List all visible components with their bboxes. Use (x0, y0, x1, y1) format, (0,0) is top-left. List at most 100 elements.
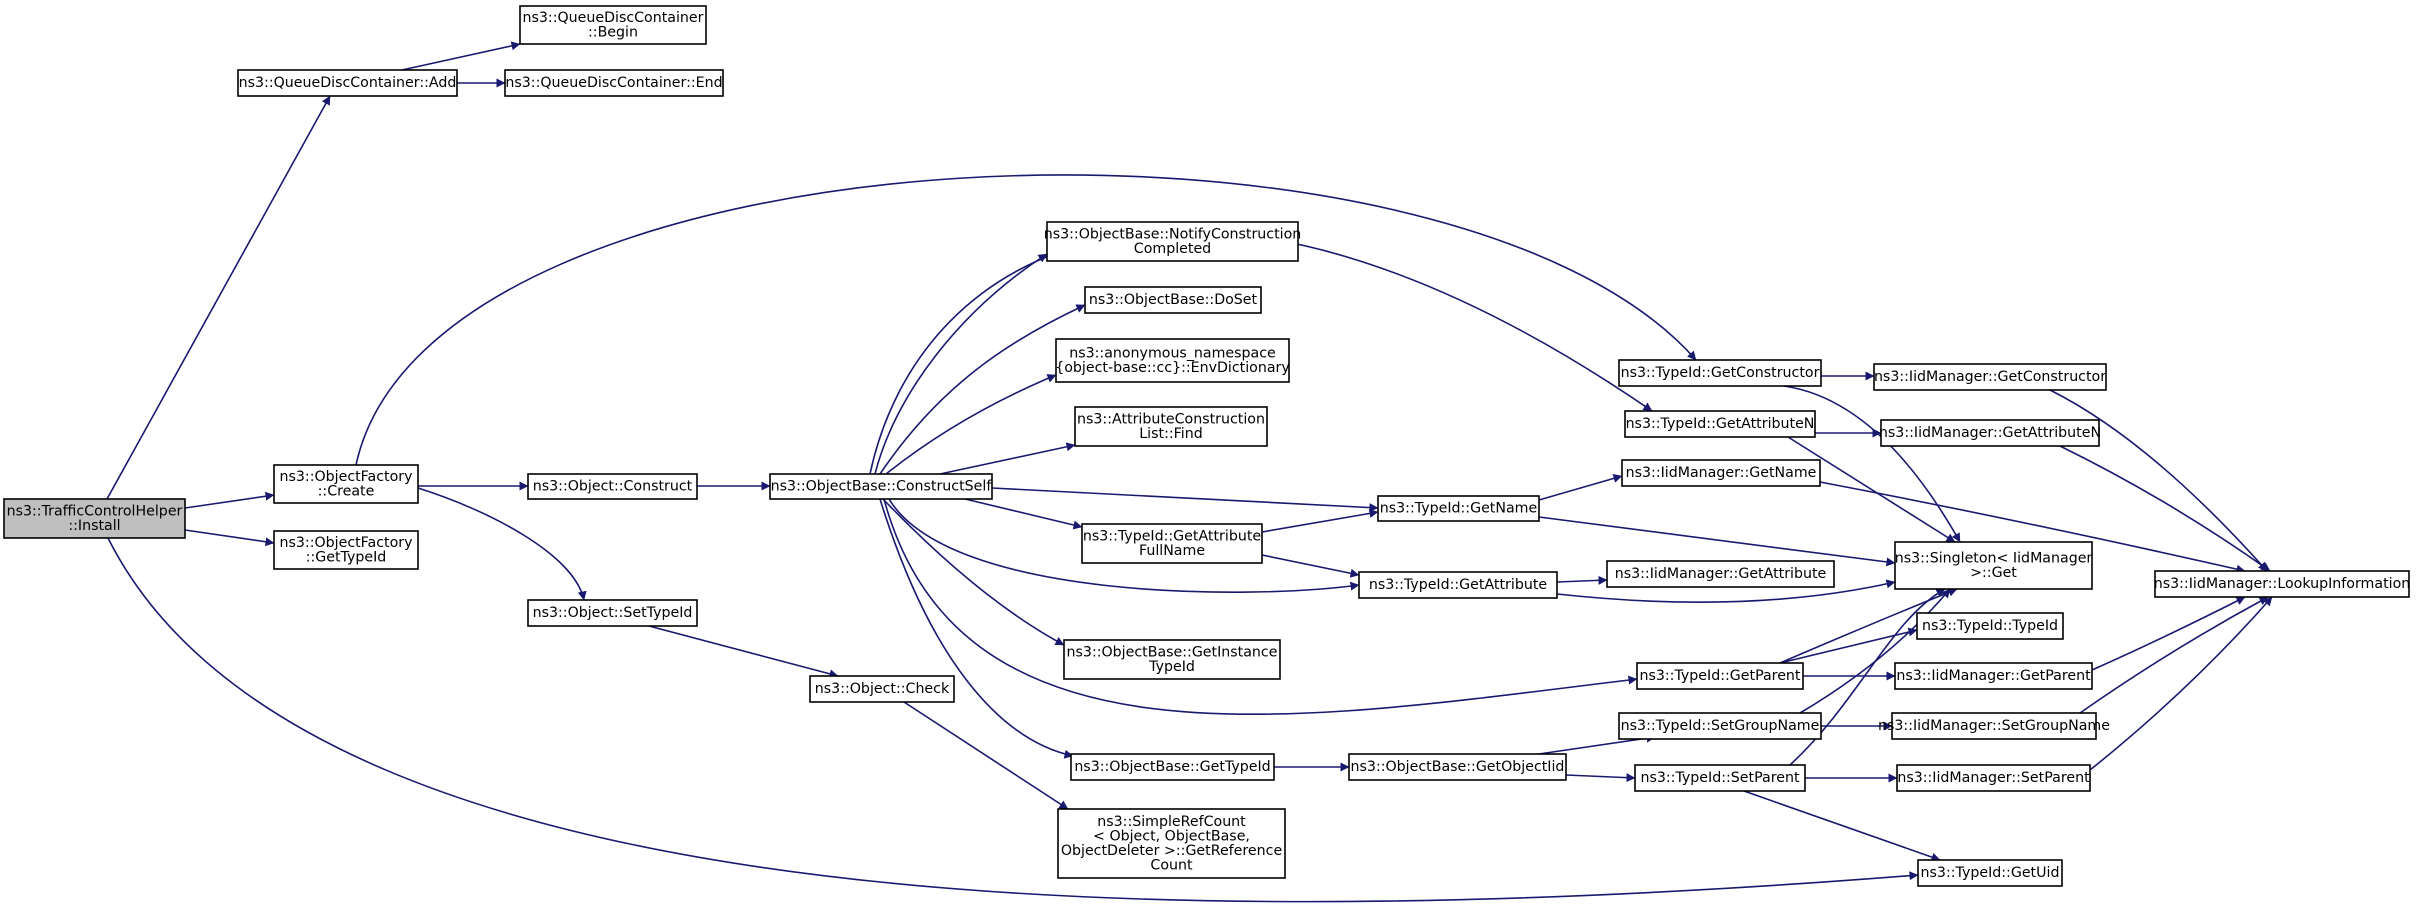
node-box (809, 675, 955, 703)
node-tid-typeid[interactable]: ns3::TypeId::TypeId (1916, 612, 2064, 640)
node-singleton-get[interactable]: ns3::Singleton< IidManager>::Get (1894, 541, 2093, 590)
node-iid-getparent[interactable]: ns3::IidManager::GetParent (1894, 662, 2093, 690)
node-box (1618, 712, 1822, 740)
node-box (1046, 221, 1299, 262)
node-box (2154, 570, 2410, 598)
node-box (1084, 286, 1262, 314)
edge-arrow (417, 487, 587, 601)
edge-arrow (2079, 596, 2269, 714)
edge-ob_constructself-to-anon_envdict (885, 374, 1057, 475)
node-iid-getattributen[interactable]: ns3::IidManager::GetAttributeN (1879, 419, 2101, 447)
edge-arrow (1538, 733, 1656, 755)
node-tid-getparent[interactable]: ns3::TypeId::GetParent (1636, 662, 1804, 690)
node-qdc-add[interactable]: ns3::QueueDiscContainer::Add (237, 69, 458, 97)
node-tid-getconstructor[interactable]: ns3::TypeId::GetConstructor (1618, 359, 1822, 387)
node-box (237, 69, 458, 97)
node-label: ns3::TypeId::SetParent (1640, 770, 1799, 786)
node-label: ns3::ObjectBase::GetObjectIid (1351, 759, 1565, 775)
node-label: ns3::IidManager::LookupInformation (2154, 576, 2411, 592)
node-label: ::GetTypeId (306, 549, 387, 565)
node-label: FullName (1139, 543, 1205, 559)
edge-of_create-to-tid_getconstructor (355, 174, 1697, 466)
edge-tid_getattribute-to-singleton_get (1556, 579, 1896, 603)
edge-arrow (903, 701, 1069, 810)
edge-ob_constructself-to-tid_getparent (883, 498, 1638, 716)
edge-arrow (1556, 575, 1608, 585)
node-box (273, 530, 419, 570)
node-label: ns3::TypeId::TypeId (1922, 618, 2058, 634)
node-anon-envdict[interactable]: ns3::anonymous_namespace{object-base::cc… (1055, 338, 1290, 383)
edge-tid_setgroupname-to-singleton_get (1799, 588, 1951, 714)
node-label: Count (1150, 857, 1193, 873)
node-iid-setparent[interactable]: ns3::IidManager::SetParent (1896, 764, 2091, 792)
node-box (1624, 410, 1816, 438)
edge-obj_settypeid-to-obj_check (648, 625, 839, 679)
node-ob-notify[interactable]: ns3::ObjectBase::NotifyConstructionCompl… (1044, 221, 1302, 262)
node-label: ns3::TypeId::GetAttribute (1083, 528, 1261, 544)
edge-arrow (401, 41, 521, 71)
node-label: ns3::ObjectFactory (280, 535, 413, 551)
edge-arrow (1819, 481, 2246, 574)
node-src-getrefcount[interactable]: ns3::SimpleRefCount< Object, ObjectBase,… (1057, 808, 1286, 879)
edges-layer (106, 41, 2273, 903)
edge-tid_getattribute-to-iid_getattribute (1556, 575, 1608, 585)
node-iid-lookup[interactable]: ns3::IidManager::LookupInformation (2154, 570, 2411, 598)
edge-iid_getconstructor-to-iid_lookup (2049, 389, 2268, 572)
edge-arrow (883, 498, 1638, 716)
node-ob-getobjectiid[interactable]: ns3::ObjectBase::GetObjectIid (1348, 753, 1567, 781)
node-tid-getattributen[interactable]: ns3::TypeId::GetAttributeN (1624, 410, 1816, 438)
edge-ob_constructself-to-ob_gettypeid (879, 498, 1074, 759)
node-ob-gettypeid[interactable]: ns3::ObjectBase::GetTypeId (1070, 753, 1275, 781)
edge-install-to-of_gettypeid (184, 529, 275, 547)
node-ob-constructself[interactable]: ns3::ObjectBase::ConstructSelf (769, 473, 993, 500)
edge-ob_getobjectiid-to-tid_setgroupname (1538, 733, 1656, 755)
node-ob-doset[interactable]: ns3::ObjectBase::DoSet (1084, 286, 1262, 314)
node-box (1896, 764, 2091, 792)
node-label: ns3::Singleton< IidManager (1895, 550, 2093, 566)
node-box (1917, 859, 2063, 887)
node-obj-check[interactable]: ns3::Object::Check (809, 675, 955, 703)
node-qdc-end[interactable]: ns3::QueueDiscContainer::End (504, 69, 724, 97)
node-of-create[interactable]: ns3::ObjectFactory::Create (273, 464, 419, 504)
node-label: ns3::TypeId::GetUid (1921, 865, 2060, 881)
node-iid-getconstructor[interactable]: ns3::IidManager::GetConstructor (1873, 363, 2107, 391)
node-label: ns3::Object::Construct (533, 479, 693, 495)
node-box (1636, 662, 1804, 690)
node-label: ns3::QueueDiscContainer::Add (239, 75, 457, 91)
edge-tid_setparent-to-tid_getuid (1743, 790, 1941, 862)
node-tid-setparent[interactable]: ns3::TypeId::SetParent (1634, 764, 1806, 792)
node-qdc-begin[interactable]: ns3::QueueDiscContainer::Begin (519, 5, 707, 45)
node-install[interactable]: ns3::TrafficControlHelper::Install (3, 498, 186, 539)
edge-arrow (1261, 509, 1379, 533)
node-label: ns3::TypeId::GetParent (1639, 668, 1800, 684)
node-box (1081, 523, 1263, 564)
node-iid-getname[interactable]: ns3::IidManager::GetName (1621, 459, 1821, 487)
node-tid-setgroupname[interactable]: ns3::TypeId::SetGroupName (1618, 712, 1822, 740)
edge-tid_getattributen-to-singleton_get (1787, 436, 1956, 543)
node-tid-getname[interactable]: ns3::TypeId::GetName (1377, 495, 1540, 522)
node-box (1618, 359, 1822, 387)
node-label: ::Begin (588, 24, 638, 40)
node-label: ns3::IidManager::SetGroupName (1878, 718, 2110, 734)
node-box (273, 464, 419, 504)
node-tid-getuid[interactable]: ns3::TypeId::GetUid (1917, 859, 2063, 887)
edge-ob_constructself-to-ob_notify (874, 253, 1048, 475)
node-box (1057, 808, 1286, 879)
edge-tid_getname-to-iid_getname (1538, 474, 1623, 501)
node-iid-getattribute[interactable]: ns3::IidManager::GetAttribute (1606, 560, 1835, 588)
node-obj-construct[interactable]: ns3::Object::Construct (527, 473, 698, 500)
node-box (519, 5, 707, 45)
node-label: ns3::TypeId::SetGroupName (1621, 718, 1820, 734)
node-of-gettypeid[interactable]: ns3::ObjectFactory::GetTypeId (273, 530, 419, 570)
node-tid-getattribute[interactable]: ns3::TypeId::GetAttribute (1358, 571, 1558, 599)
node-obj-settypeid[interactable]: ns3::Object::SetTypeId (527, 599, 698, 627)
edge-tid_getname-to-singleton_get (1538, 516, 1896, 567)
edge-arrow (1743, 790, 1941, 862)
node-label: ::Install (68, 518, 120, 534)
node-box (1063, 639, 1281, 680)
edge-arrow (939, 442, 1076, 475)
node-iid-setgroupname[interactable]: ns3::IidManager::SetGroupName (1878, 712, 2110, 740)
